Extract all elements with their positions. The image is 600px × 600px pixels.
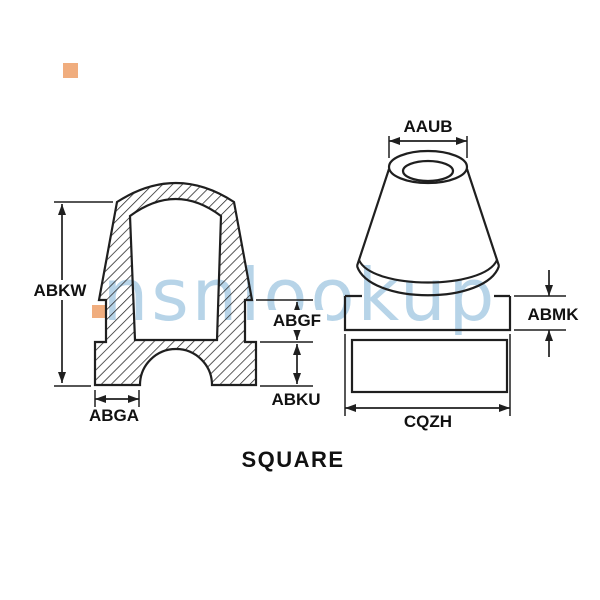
flange-plate xyxy=(343,294,512,332)
front-view xyxy=(343,149,512,394)
cross-section-view xyxy=(93,181,258,387)
square-base-block xyxy=(350,338,509,394)
dim-aaub: AAUB xyxy=(388,117,468,158)
dim-abga: ABGA xyxy=(89,390,140,425)
dim-abgf: ABGF xyxy=(256,299,327,343)
dimension-label-abga: ABGA xyxy=(89,406,139,425)
label-background xyxy=(267,310,327,330)
dim-abmk: ABMK xyxy=(514,270,579,357)
watermark-accent-square-topleft xyxy=(63,63,78,78)
dimension-label-abkw: ABKW xyxy=(34,281,88,300)
section-body-outline xyxy=(93,181,258,387)
label-background xyxy=(26,280,94,300)
dimension-label-cqzh: CQZH xyxy=(404,412,452,431)
dimension-label-abku: ABKU xyxy=(271,390,320,409)
cone-sides xyxy=(355,168,501,267)
bell-bottom-edge xyxy=(355,265,501,297)
dim-abkw: ABKW xyxy=(26,201,113,387)
top-hole-inner-ellipse xyxy=(401,159,455,183)
watermark-accent-square-middle xyxy=(92,305,105,318)
top-rim-outer-ellipse xyxy=(387,149,469,185)
bell-fold-line xyxy=(357,259,499,284)
dimension-label-abmk: ABMK xyxy=(528,305,580,324)
caption-square: SQUARE xyxy=(241,447,344,472)
dimension-label-aaub: AAUB xyxy=(403,117,452,136)
dimension-label-abgf: ABGF xyxy=(273,311,321,330)
dim-abku: ABKU xyxy=(260,344,321,409)
dim-cqzh: CQZH xyxy=(344,334,511,431)
